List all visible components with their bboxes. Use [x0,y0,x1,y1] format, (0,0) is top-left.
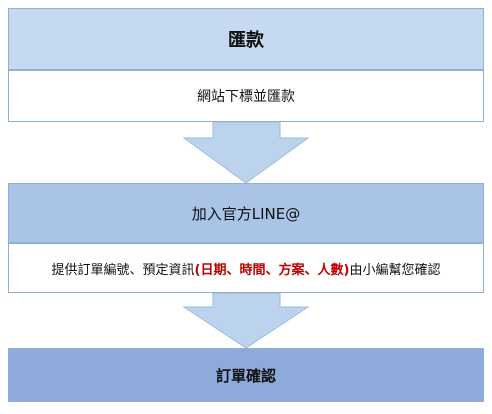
step2-description-suffix: 由小編幫您確認 [349,262,441,278]
step3-title: 訂單確認 [215,366,276,385]
step1-header: 匯款 [8,8,484,70]
step2-header: 加入官方LINE@ [8,183,484,243]
step1-description-box: 網站下標並匯款 [8,70,484,122]
step3-header: 訂單確認 [8,348,484,402]
step2-description-prefix: 提供訂單編號、預定資訊 [51,262,195,278]
down-arrow-2 [182,293,310,349]
step1-description: 網站下標並匯款 [197,89,295,105]
step2-description-box: 提供訂單編號、預定資訊 (日期、時間、方案、人數)由小編幫您確認 [8,243,484,293]
step2-title: 加入官方LINE@ [191,204,301,223]
step1-title: 匯款 [228,30,264,51]
step2-description-highlight: (日期、時間、方案、人數) [194,262,350,278]
down-arrow-1 [182,122,310,184]
